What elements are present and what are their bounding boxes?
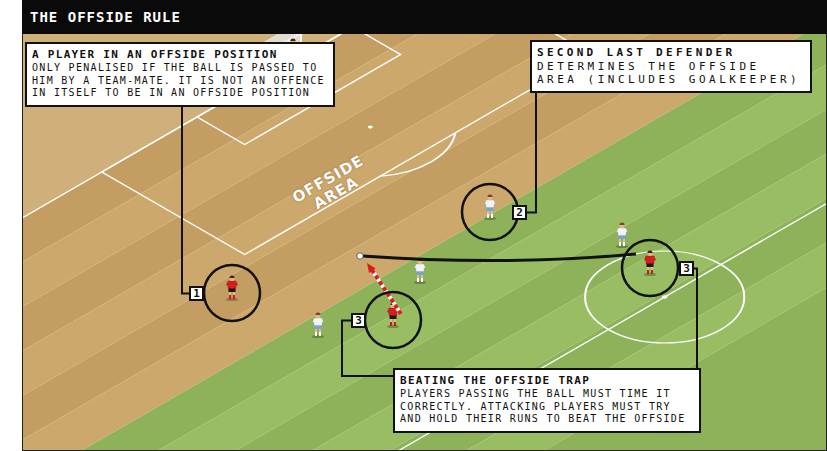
callout-heading: SECOND LAST DEFENDER [537, 46, 805, 60]
defender-player [484, 194, 496, 220]
run-arrowhead [367, 263, 376, 273]
callout-text: DETERMINES THE OFFSIDE AREA (INCLUDES GO… [537, 60, 805, 86]
leader-line [694, 269, 697, 369]
callout-box: A PLAYER IN AN OFFSIDE POSITIONONLY PENA… [25, 42, 335, 107]
penalty-spot [367, 125, 374, 129]
leader-line [342, 321, 393, 377]
pitch-markings [23, 34, 827, 451]
callout-heading: A PLAYER IN AN OFFSIDE POSITION [32, 48, 328, 62]
defender-player [312, 312, 324, 338]
leader-line [182, 107, 189, 294]
pitch-surface [23, 34, 827, 451]
title-bar [22, 0, 827, 34]
diagram-title: THE OFFSIDE RULE [30, 9, 181, 25]
ball [357, 253, 363, 259]
callout-number: 2 [512, 205, 527, 220]
centre-circle [552, 232, 777, 362]
callout-number-text: 3 [355, 315, 362, 326]
area-label: OFFSIDE AREA [282, 148, 381, 224]
callout-number-text: 2 [516, 207, 523, 218]
callout-number-text: 1 [193, 288, 200, 299]
defender-player [616, 222, 628, 248]
callout-number: 1 [189, 286, 204, 301]
callout-text: PLAYERS PASSING THE BALL MUST TIME IT CO… [400, 388, 694, 426]
leader-line [527, 93, 536, 213]
highlight-circle [204, 265, 260, 321]
attacker-player [644, 250, 656, 276]
highlight-circle [365, 292, 421, 348]
attacker-player [226, 275, 238, 301]
player-circles [204, 184, 678, 348]
defender-player [414, 258, 426, 284]
callout-heading: BEATING THE OFFSIDE TRAP [400, 374, 694, 388]
callout-box: SECOND LAST DEFENDERDETERMINES THE OFFSI… [530, 40, 812, 93]
callout-number: 3 [679, 261, 694, 276]
highlight-circle [462, 184, 518, 240]
callout-number: 3 [351, 313, 366, 328]
pitch [23, 34, 827, 451]
penalty-arc [380, 133, 468, 184]
pass-line [363, 254, 636, 261]
callout-box: BEATING THE OFFSIDE TRAPPLAYERS PASSING … [393, 368, 701, 433]
centre-spot [661, 295, 669, 299]
callout-text: ONLY PENALISED IF THE BALL IS PASSED TO … [32, 62, 328, 100]
highlight-circle [622, 240, 678, 296]
frame [23, 1, 827, 451]
callout-number-text: 3 [683, 263, 690, 274]
